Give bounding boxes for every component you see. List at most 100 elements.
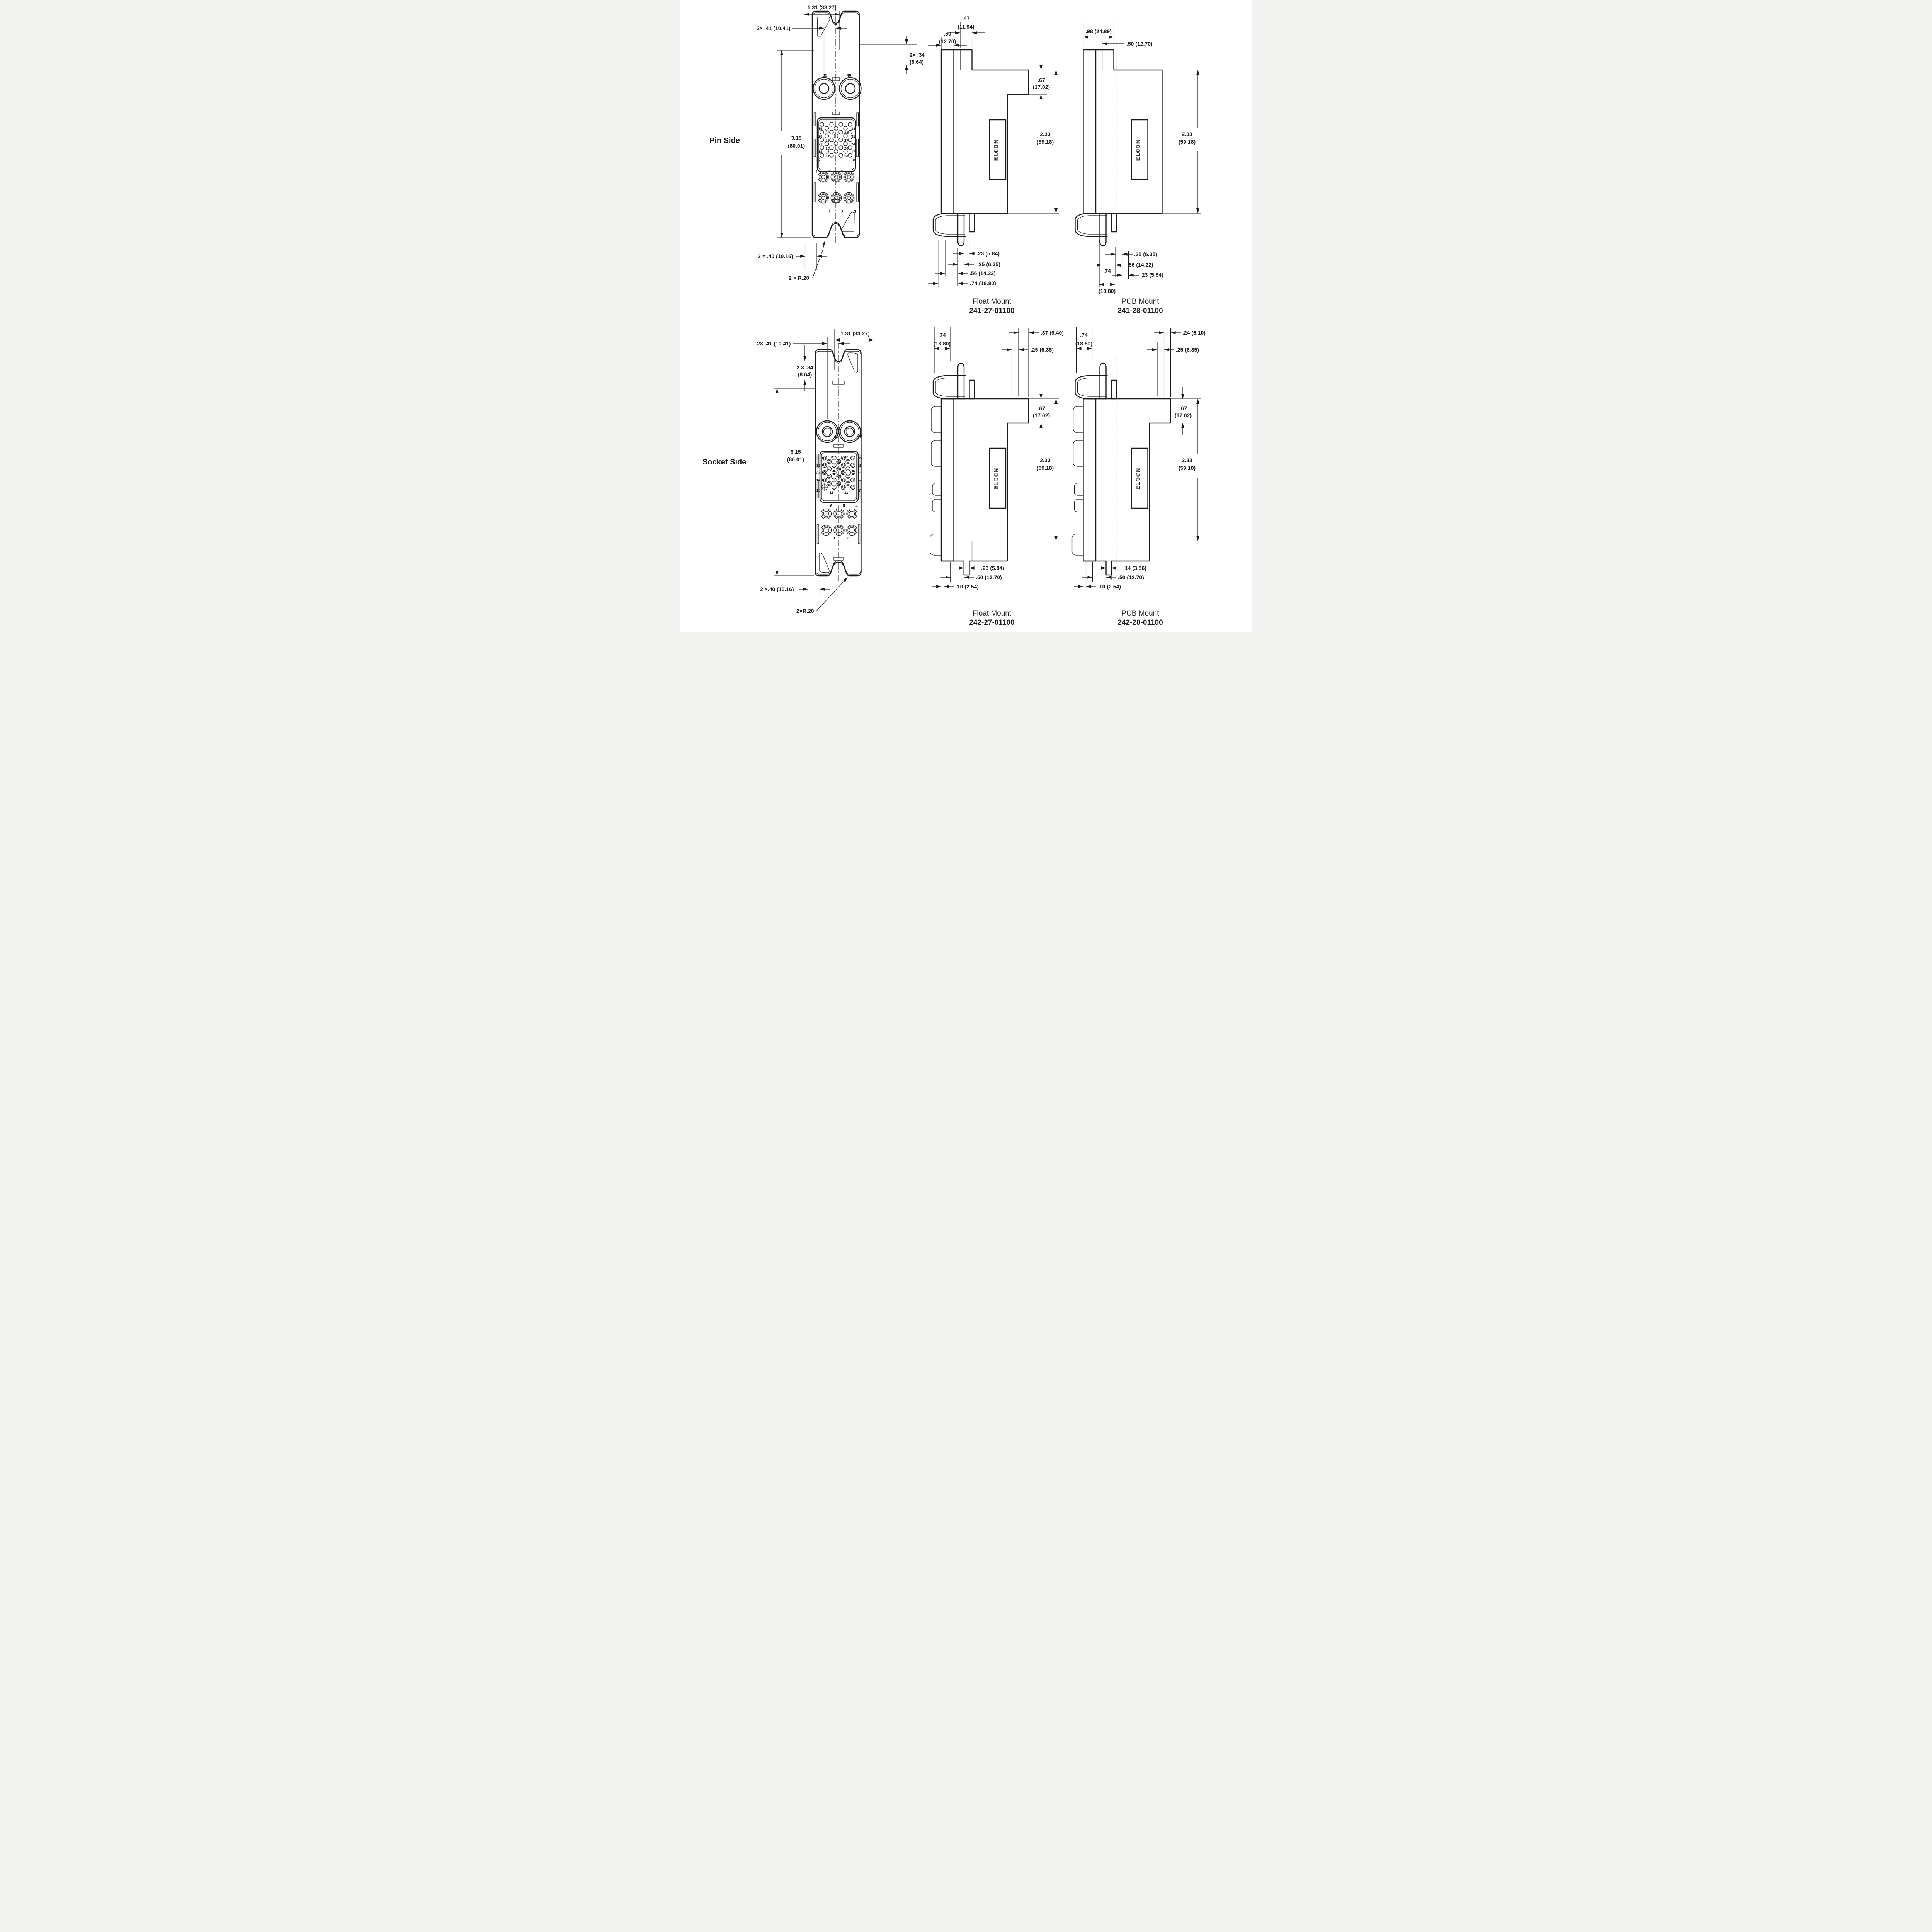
svg-text:(18.80): (18.80) — [1075, 340, 1092, 347]
pm1-dim-98: .98 (24.89) — [1085, 28, 1112, 34]
pin-housing-inner-outline — [812, 12, 859, 236]
fm2-dim-233: 2.33 — [1040, 457, 1050, 463]
fm1-dim-74: .74 (18.80) — [970, 280, 996, 286]
socket-dim-height: 3.15 — [790, 449, 801, 455]
fm1-title: Float Mount — [973, 298, 1012, 306]
svg-text:35: 35 — [818, 127, 823, 131]
fm1-dim-47: .47 — [962, 15, 970, 21]
pin-dim-hole-cc: 2× .41 (10.41) — [757, 25, 791, 31]
socket-housing-inner-outline — [815, 351, 861, 575]
svg-text:(8.64): (8.64) — [798, 371, 812, 378]
pm2-tail-pin-1 — [1099, 362, 1107, 400]
float-mount-bottom-view: ELCON .74 (18.80) .37 (9.40) .25 (6.35) … — [930, 327, 1064, 627]
pm2-tail-pin-2 — [1111, 379, 1117, 400]
pm2-body-outline — [1083, 398, 1171, 576]
svg-text:13: 13 — [830, 491, 834, 495]
svg-text:(59.18): (59.18) — [1037, 465, 1054, 471]
svg-text:(17.02): (17.02) — [1175, 412, 1192, 418]
socket-dim-slot: 2 ×.40 (10.16) — [760, 586, 794, 592]
pm1-title: PCB Mount — [1121, 298, 1159, 306]
svg-text:1: 1 — [860, 536, 862, 541]
svg-text:20: 20 — [844, 146, 849, 151]
pm2-dim-233: 2.33 — [1182, 457, 1192, 463]
pm1-tail-pin-2 — [1111, 213, 1117, 233]
fm2-dim-10: .10 (2.54) — [956, 583, 979, 590]
pm1-dim-25: .25 (6.35) — [1134, 251, 1157, 257]
svg-text:(17.02): (17.02) — [1033, 412, 1050, 418]
fm2-dim-67: .67 — [1037, 405, 1045, 412]
fm2-dim-50: .50 (12.70) — [976, 574, 1002, 580]
fm2-float-foot — [932, 375, 966, 400]
pin-key-triangle-top-left — [817, 17, 830, 37]
svg-text:38: 38 — [816, 456, 821, 461]
svg-text:1: 1 — [828, 209, 831, 214]
svg-text:31: 31 — [851, 134, 855, 139]
socket-dim-radius: 2×R.20 — [796, 608, 814, 614]
pm2-dim-50: .50 (12.70) — [1118, 574, 1144, 580]
svg-text:5: 5 — [828, 169, 831, 173]
svg-text:32: 32 — [825, 131, 830, 135]
svg-text:4: 4 — [855, 503, 858, 508]
pm1-dim-56: .56 (14.22) — [1127, 262, 1153, 268]
pin-dim-slot: 2 × .40 (10.16) — [758, 253, 793, 259]
svg-text:(11.94): (11.94) — [957, 24, 975, 30]
pm2-dim-67: .67 — [1179, 405, 1187, 412]
fm1-tail-pin-2 — [969, 213, 975, 233]
fm2-brand-text: ELCON — [993, 468, 999, 489]
svg-text:34: 34 — [830, 455, 834, 459]
pm2-socket-noses — [1071, 406, 1083, 556]
fm2-face-plate — [940, 398, 954, 562]
socket-40-label: 40 — [834, 434, 838, 439]
fm2-part-number: 242-27-01100 — [969, 619, 1014, 627]
pm1-dimensions: .98 (24.89) .50 (12.70) 2.33 (59.18) .25… — [1083, 22, 1201, 294]
pin-power-contacts — [813, 77, 862, 203]
pm1-part-number: 241-28-01100 — [1117, 307, 1163, 315]
fm2-dim-37: .37 (9.40) — [1041, 330, 1064, 336]
fm2-dim-23: .23 (5.84) — [981, 565, 1004, 571]
pm2-foot — [1075, 375, 1108, 400]
fm2-dim-74: .74 — [938, 332, 946, 338]
socket-key-triangle-top-right — [847, 352, 858, 373]
socket-side-slots — [816, 454, 861, 544]
svg-text:7: 7 — [859, 488, 861, 493]
pm1-foot — [1075, 213, 1108, 237]
pm1-brand-box — [1131, 119, 1148, 180]
socket-side-front-view: 40 39 38 34 32 35 31 28 24 21 17 14 10 1… — [757, 329, 874, 614]
svg-text:31: 31 — [816, 464, 821, 468]
svg-text:2: 2 — [841, 209, 844, 214]
fm1-dim-50: .50 — [944, 31, 951, 37]
svg-text:(80.01): (80.01) — [788, 143, 805, 149]
svg-text:32: 32 — [844, 455, 849, 459]
svg-text:14: 14 — [818, 150, 823, 154]
socket-grid-shroud-inner — [821, 452, 857, 501]
svg-text:(80.01): (80.01) — [787, 456, 804, 463]
pcb-mount-bottom-view: ELCON .74 (18.80) .24 (6.10) .25 (6.35) … — [1071, 327, 1206, 627]
socket-key-triangle-bottom-left — [819, 553, 830, 573]
pm2-brand-text: ELCON — [1135, 468, 1141, 489]
pm2-dim-74: .74 — [1080, 332, 1088, 338]
pin-key-triangle-bottom-right — [841, 211, 855, 232]
socket-orientation-contact — [821, 483, 828, 491]
svg-text:6: 6 — [841, 169, 844, 173]
pm2-title: PCB Mount — [1121, 609, 1159, 617]
svg-text:14: 14 — [858, 478, 862, 483]
fm1-part-number: 241-27-01100 — [969, 307, 1014, 315]
svg-text:3: 3 — [833, 536, 835, 541]
socket-power-contacts — [816, 381, 861, 561]
fm1-face-plate — [940, 49, 954, 214]
svg-text:38: 38 — [851, 127, 855, 131]
svg-text:7: 7 — [818, 158, 820, 162]
socket-grid-shroud — [819, 451, 859, 503]
svg-text:13: 13 — [844, 154, 849, 158]
socket-grid-labels: 38 34 32 35 31 28 24 21 17 14 10 13 11 7 — [816, 455, 862, 495]
svg-text:17: 17 — [851, 150, 855, 154]
pin-housing-outline — [811, 10, 860, 238]
svg-text:(18.80): (18.80) — [934, 340, 951, 347]
pin-40-label: 40 — [847, 73, 851, 78]
socket-dimensions: 1.31 (33.27) 2× .41 (10.41) 2 × .34 (8.6… — [757, 329, 874, 614]
fm1-brand-box — [989, 119, 1007, 180]
socket-signal-grid — [822, 455, 855, 490]
socket-39-label: 39 — [857, 434, 862, 439]
pin-medium-contacts: 4 5 6 1 2 3 — [815, 169, 856, 214]
